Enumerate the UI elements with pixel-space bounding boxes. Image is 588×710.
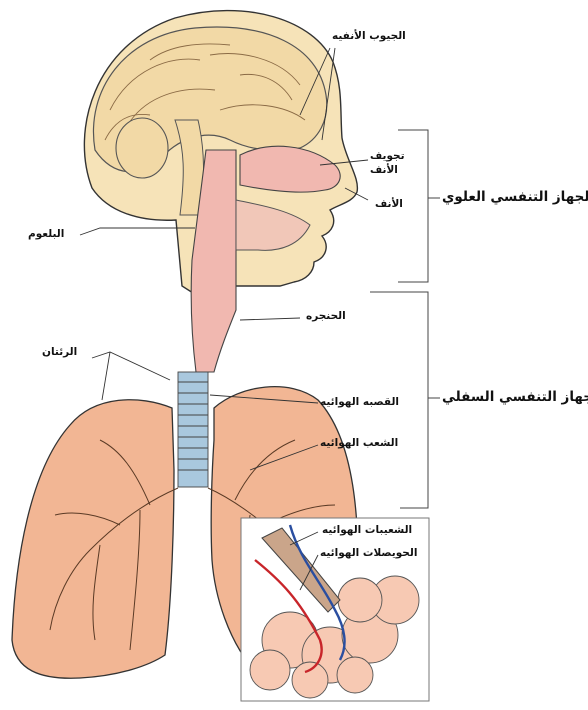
label-nasal-cavity-2: الأنف (370, 164, 398, 176)
label-pharynx: البلعوم (28, 228, 64, 240)
label-nasal-sinuses: الجيوب الأنفيه (332, 30, 406, 42)
label-alveoli: الحويصلات الهوائيه (320, 547, 417, 559)
label-lower-tract: الجهاز التنفسي السفلي (442, 389, 588, 405)
label-nasal-cavity-1: تجويف (370, 150, 405, 162)
label-lungs: الرئتان (42, 346, 77, 358)
label-bronchioles: الشعيبات الهوائيه (322, 524, 412, 536)
label-trachea: القصبه الهوائيه (320, 396, 399, 408)
label-upper-tract: الجهاز التنفسي العلوي (442, 189, 588, 205)
left-lung (12, 400, 174, 679)
cerebellum (116, 118, 168, 178)
group-brackets (370, 130, 440, 508)
label-larynx: الحنجره (306, 310, 346, 322)
label-nose: الأنف (375, 198, 403, 210)
trachea (178, 372, 208, 487)
label-bronchi: الشعب الهوائيه (320, 437, 398, 449)
